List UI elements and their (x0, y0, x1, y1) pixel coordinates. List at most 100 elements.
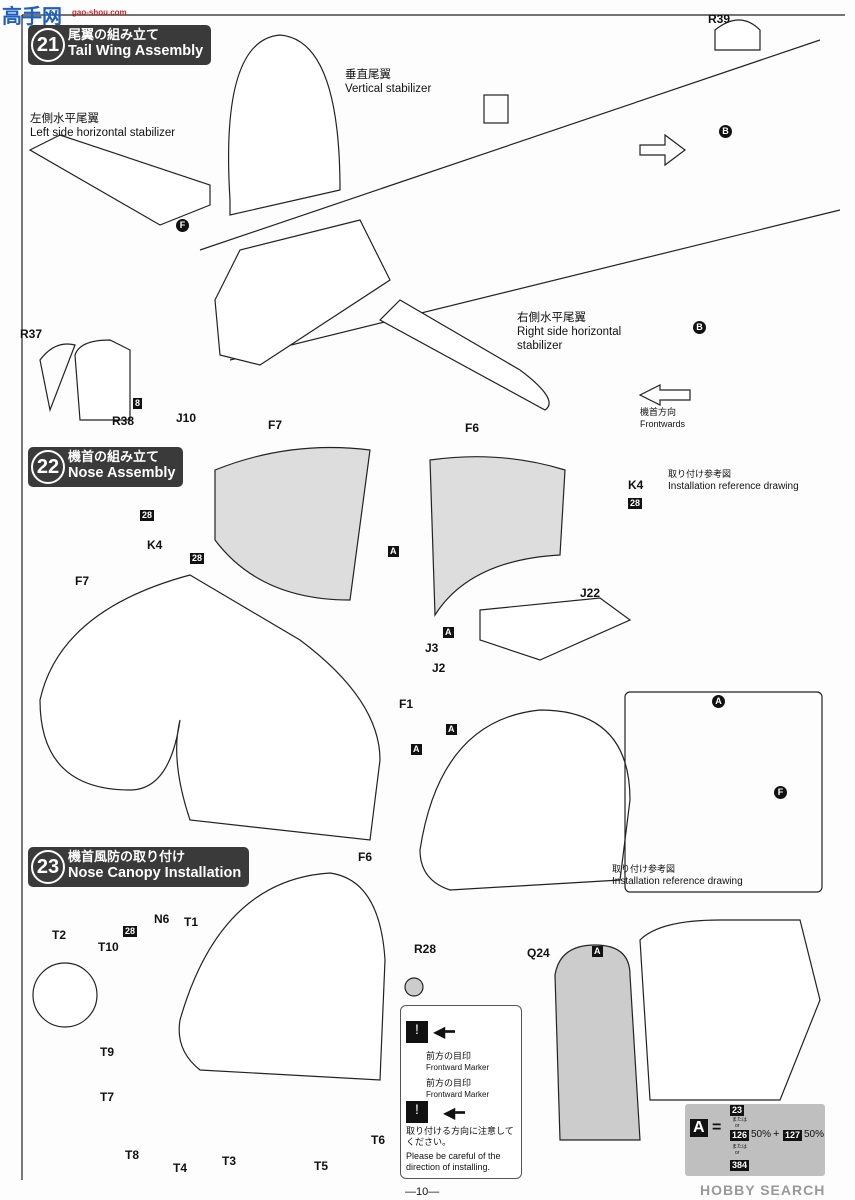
arrow-left-icon: ◀━ (443, 1105, 465, 1122)
legend-eq: = (712, 1119, 722, 1136)
color-code: 8 (133, 398, 143, 409)
marker-icon: ! (406, 1101, 428, 1123)
arrow-left-icon (638, 384, 691, 406)
color-code: 126 (730, 1130, 750, 1141)
canopy-reference (639, 919, 821, 1101)
part-label: R28 (414, 942, 437, 956)
step-number: 23 (31, 850, 65, 884)
no-glue-icon (483, 94, 509, 124)
step-title-jp: 機首風防の取り付け (68, 849, 186, 864)
nose-assembly-closed (419, 709, 631, 891)
color-code: A (443, 627, 454, 638)
color-code: 28 (190, 553, 205, 564)
part-label: T5 (314, 1159, 329, 1173)
plus: + (773, 1128, 780, 1140)
marker-label-jp: 前方の目印 (426, 1051, 472, 1061)
note-jp: 取り付ける方向に注意してください。 (406, 1126, 514, 1147)
step-number: 22 (31, 450, 65, 484)
part-label: F6 (465, 421, 480, 435)
part-r28 (404, 977, 424, 997)
part-label: J22 (580, 586, 601, 600)
vertical-stabilizer (227, 34, 341, 216)
ref-label-jp: 取り付け参考図 (668, 469, 732, 479)
ref-drawing-frame (624, 691, 823, 893)
part-label: F7 (268, 418, 283, 432)
color-code: 28 (123, 926, 138, 937)
part-j22 (479, 597, 632, 661)
part-label: T2 (52, 928, 67, 942)
watermark-url: gao-shou.com (72, 8, 127, 17)
step-23-header: 23 機首風防の取り付け Nose Canopy Installation (28, 847, 250, 887)
step-title-jp: 機首の組み立て (68, 449, 160, 464)
part-f6-inner (429, 456, 566, 617)
page-number: —10— (405, 1186, 440, 1198)
left-label-jp: 左側水平尾翼 (30, 113, 99, 125)
vertical-label-jp: 垂直尾翼 (345, 69, 391, 81)
or-jp: または (732, 1144, 748, 1150)
front-label-jp: 機首方向 (640, 407, 677, 417)
note-en: Please be careful of the direction of in… (406, 1151, 501, 1172)
vertical-label-en: Vertical stabilizer (345, 83, 432, 95)
part-f7-inner (214, 446, 371, 601)
part-label: F1 (399, 697, 414, 711)
right-stabilizer (379, 299, 550, 411)
color-code: 28 (628, 498, 643, 509)
fuselage-outline (199, 39, 841, 361)
figure-marker: A (712, 695, 725, 708)
marker-label-en: Frontward Marker (426, 1063, 490, 1072)
color-code: 28 (140, 510, 155, 521)
color-code: A (446, 724, 457, 735)
marker-label-en: Frontward Marker (426, 1090, 490, 1099)
color-code: A (411, 744, 422, 755)
step-title-en: Nose Assembly (68, 465, 176, 481)
frontward-marker-box: ! ◀━ 前方の目印 Frontward Marker 前方の目印 Frontw… (400, 1005, 522, 1179)
figure-marker: B (693, 321, 706, 334)
part-label: K4 (628, 478, 644, 492)
step-title-en: Nose Canopy Installation (68, 865, 242, 881)
color-code: 127 (783, 1130, 803, 1141)
color-code: 384 (730, 1160, 750, 1171)
part-t2 (32, 962, 98, 1028)
nose-assembly-open (39, 574, 381, 841)
part-label: J2 (432, 661, 446, 675)
color-code: A (388, 546, 399, 557)
part-label: N6 (154, 912, 170, 926)
part-label: T10 (98, 940, 119, 954)
nose-with-canopy (178, 872, 386, 1081)
part-label: J10 (176, 411, 197, 425)
part-r39 (714, 19, 761, 51)
step-22-header: 22 機首の組み立て Nose Assembly (28, 447, 184, 487)
figure-marker: B (719, 125, 732, 138)
part-label: F6 (358, 850, 373, 864)
ratio: 50% (751, 1129, 772, 1140)
left-stabilizer (28, 134, 211, 226)
marker-label-jp: 前方の目印 (426, 1078, 472, 1088)
part-label: R39 (708, 12, 731, 26)
figure-marker: F (774, 786, 787, 799)
or-en: or (735, 1123, 740, 1129)
part-label: J3 (425, 641, 439, 655)
step-title-en: Tail Wing Assembly (68, 43, 204, 59)
marker-icon: ! (406, 1021, 428, 1043)
figure-marker: F (176, 219, 189, 232)
part-label: F7 (75, 574, 90, 588)
part-label: T4 (173, 1161, 188, 1175)
front-label-en: Frontwards (640, 419, 686, 429)
step-21-header: 21 尾翼の組み立て Tail Wing Assembly (28, 25, 212, 65)
tail-gun-housing (214, 219, 391, 366)
part-label: Q24 (527, 946, 550, 960)
ratio: 50% (804, 1129, 825, 1140)
part-label: T1 (184, 915, 199, 929)
watermark-logo: 高手网 (2, 6, 62, 28)
part-label: R38 (112, 414, 135, 428)
or-en: or (735, 1150, 740, 1156)
part-r38 (74, 339, 131, 421)
part-label: T7 (100, 1090, 115, 1104)
or-jp: または (732, 1117, 748, 1123)
part-label: T6 (371, 1133, 386, 1147)
part-r37 (39, 343, 76, 413)
part-label: R37 (20, 327, 43, 341)
ref-label-en: Installation reference drawing (612, 876, 743, 887)
